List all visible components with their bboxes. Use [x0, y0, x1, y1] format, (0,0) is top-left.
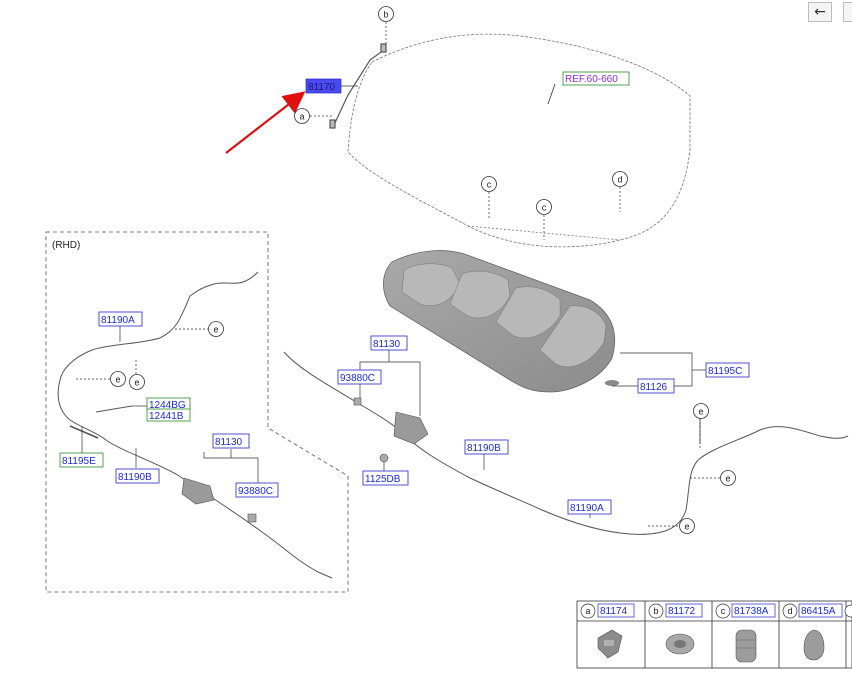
main-latch: [353, 397, 429, 463]
svg-text:81738A: 81738A: [734, 606, 769, 617]
callout-e-2: e: [720, 470, 736, 486]
rhd-label: (RHD): [52, 240, 80, 251]
svg-text:e: e: [684, 522, 689, 532]
part-label-rhd-81190b[interactable]: 81190B: [115, 468, 160, 484]
rhd-latch: [181, 477, 257, 523]
back-arrow-icon: ←: [814, 4, 826, 20]
legend-item-d[interactable]: d 86415A: [782, 603, 843, 619]
back-arrow-button[interactable]: ←: [808, 2, 832, 22]
red-arrow: [225, 91, 306, 154]
svg-text:REF.60-660: REF.60-660: [565, 74, 618, 85]
svg-text:e: e: [115, 375, 120, 385]
svg-text:81190B: 81190B: [118, 472, 152, 483]
svg-text:81126: 81126: [640, 382, 668, 393]
svg-text:e: e: [698, 407, 703, 417]
part-label-81130[interactable]: 81130: [370, 335, 408, 351]
svg-text:c: c: [542, 203, 547, 213]
svg-text:b: b: [653, 606, 658, 616]
legend-item-b[interactable]: b 81172: [648, 603, 703, 619]
svg-text:93880C: 93880C: [340, 373, 375, 384]
callout-e-1: e: [693, 403, 709, 419]
svg-text:d: d: [787, 606, 792, 616]
svg-text:e: e: [134, 378, 139, 388]
part-label-rhd-1244bg[interactable]: 1244BG: [146, 397, 191, 411]
part-label-81170[interactable]: 81170: [305, 78, 342, 94]
ref-leader: [547, 83, 556, 105]
callout-c-2: c: [536, 199, 552, 215]
svg-text:c: c: [487, 180, 492, 190]
svg-text:81190A: 81190A: [101, 315, 135, 326]
svg-text:1244BG: 1244BG: [149, 400, 186, 411]
plug-icon: [803, 629, 825, 661]
insulator-clip: [605, 380, 619, 386]
part-label-1125db[interactable]: 1125DB: [362, 470, 409, 486]
svg-text:81170: 81170: [308, 82, 336, 93]
part-label-rhd-81130[interactable]: 81130: [212, 433, 250, 449]
callout-e-rhd-2: e: [110, 371, 126, 387]
svg-text:e: e: [213, 325, 218, 335]
callout-d: d: [612, 171, 628, 187]
callout-b: b: [378, 6, 394, 22]
svg-text:c: c: [721, 606, 726, 616]
part-label-81195c[interactable]: 81195C: [705, 362, 750, 378]
callout-e-rhd-1: e: [208, 321, 224, 337]
callout-e-3: e: [679, 518, 695, 534]
svg-text:86415A: 86415A: [801, 606, 836, 617]
rhd-box: [45, 231, 349, 593]
svg-text:81130: 81130: [373, 339, 401, 350]
part-label-rhd-12441b[interactable]: 12441B: [146, 408, 191, 422]
part-label-81190b[interactable]: 81190B: [464, 439, 509, 455]
svg-text:81190A: 81190A: [570, 503, 604, 514]
svg-text:81195C: 81195C: [708, 366, 742, 377]
svg-text:1125DB: 1125DB: [365, 474, 401, 485]
svg-text:81172: 81172: [668, 606, 696, 617]
svg-text:81195E: 81195E: [62, 456, 96, 467]
next-button-partial[interactable]: [843, 2, 852, 22]
callout-c-1: c: [481, 176, 497, 192]
part-label-93880c[interactable]: 93880C: [337, 369, 382, 385]
svg-text:(RHD): (RHD): [52, 240, 80, 251]
legend-item-a[interactable]: a 81174: [580, 603, 635, 619]
part-label-81190a[interactable]: 81190A: [567, 499, 612, 515]
callout-a: a: [294, 108, 310, 124]
rubber-bumper-icon: [735, 629, 757, 663]
part-label-ref[interactable]: REF.60-660: [562, 71, 630, 86]
legend-item-e-partial: [844, 604, 852, 618]
svg-text:81130: 81130: [215, 437, 243, 448]
svg-text:b: b: [383, 10, 388, 20]
rhd-cable: [57, 271, 333, 579]
hood-stay-rod: [329, 43, 387, 129]
hood-insulator: [383, 250, 616, 393]
legend-item-c[interactable]: c 81738A: [715, 603, 776, 619]
svg-text:d: d: [617, 175, 622, 185]
part-label-rhd-81190a[interactable]: 81190A: [98, 311, 143, 327]
svg-text:81190B: 81190B: [467, 443, 501, 454]
part-label-81126[interactable]: 81126: [637, 378, 675, 394]
svg-text:a: a: [585, 606, 590, 616]
svg-text:12441B: 12441B: [149, 411, 184, 422]
svg-text:e: e: [725, 474, 730, 484]
grommet-icon: [665, 633, 695, 655]
svg-text:a: a: [299, 112, 304, 122]
hood-panel: [347, 33, 691, 248]
svg-text:93880C: 93880C: [238, 486, 273, 497]
part-label-rhd-93880c[interactable]: 93880C: [235, 482, 279, 498]
svg-text:81174: 81174: [600, 606, 628, 617]
bracket-clip-icon: [597, 629, 623, 659]
callout-e-rhd-3: e: [129, 374, 145, 390]
part-label-rhd-81195e[interactable]: 81195E: [59, 452, 104, 468]
